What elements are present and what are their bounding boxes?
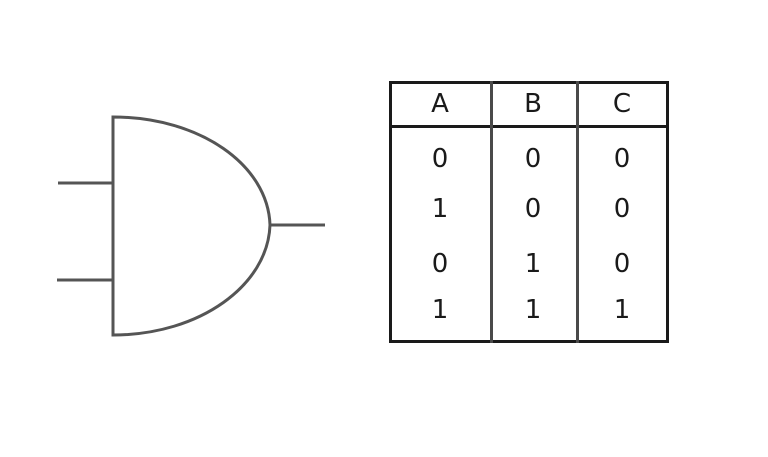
truth-table-header-divider bbox=[389, 125, 669, 128]
table-cell: 0 bbox=[431, 144, 449, 174]
table-cell: 1 bbox=[431, 295, 449, 325]
and-gate-body bbox=[111, 115, 272, 337]
table-cell: 0 bbox=[431, 249, 449, 279]
header-c: C bbox=[612, 89, 632, 119]
table-cell: 0 bbox=[613, 249, 631, 279]
table-cell: 0 bbox=[613, 144, 631, 174]
truth-table-column-divider bbox=[576, 81, 579, 343]
header-a: A bbox=[431, 89, 449, 119]
header-b: B bbox=[524, 89, 542, 119]
table-cell: 1 bbox=[431, 194, 449, 224]
truth-table: A B C 0 0 0 1 0 0 0 1 0 1 1 1 bbox=[389, 81, 669, 343]
table-cell: 0 bbox=[524, 144, 542, 174]
table-cell: 1 bbox=[524, 295, 542, 325]
truth-table-column-divider bbox=[490, 81, 493, 343]
table-cell: 0 bbox=[524, 194, 542, 224]
truth-table-frame bbox=[389, 81, 669, 343]
table-cell: 1 bbox=[524, 249, 542, 279]
table-cell: 0 bbox=[613, 194, 631, 224]
table-cell: 1 bbox=[613, 295, 631, 325]
